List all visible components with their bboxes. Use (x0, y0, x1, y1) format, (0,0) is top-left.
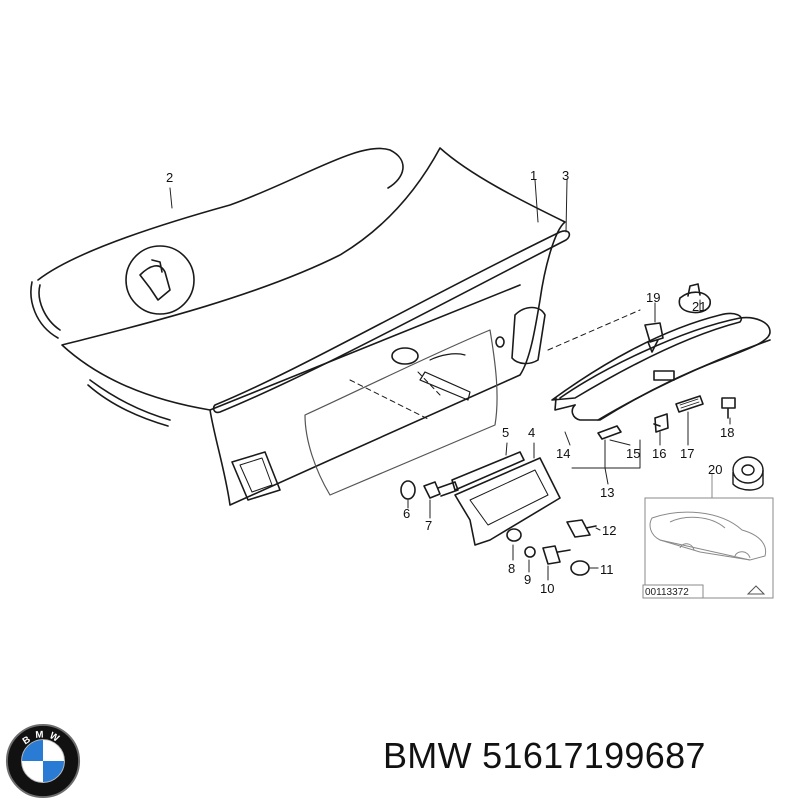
grommet-21 (678, 283, 711, 314)
part-17-strip (675, 395, 704, 413)
upper-trim (551, 312, 742, 401)
bolt-10 (542, 545, 571, 565)
trunk-lid-edge (209, 284, 521, 411)
tape-roll-20 (732, 456, 764, 491)
bolt-12 (566, 519, 597, 538)
trunk-seal-inner (38, 284, 171, 421)
callout-1: 1 (530, 168, 537, 183)
callout-14: 14 (556, 446, 570, 461)
clip-19 (644, 322, 664, 353)
callout-13: 13 (600, 485, 614, 500)
callout-4: 4 (528, 425, 535, 440)
callout-5: 5 (502, 425, 509, 440)
callout-15: 15 (626, 446, 640, 461)
callout-19: 19 (646, 290, 660, 305)
part-16-clip (653, 413, 669, 433)
callout-3: 3 (562, 168, 569, 183)
part-15-pad (597, 425, 622, 440)
callout-12: 12 (602, 523, 616, 538)
bolt-7 (423, 481, 459, 499)
cap-11 (570, 560, 590, 576)
plate-strip (451, 451, 525, 491)
washer-8 (506, 528, 522, 542)
callout-10: 10 (540, 581, 554, 596)
nut-9 (524, 546, 536, 558)
callout-21: 21 (692, 299, 706, 314)
trunk-seal (37, 147, 404, 281)
screw-18 (721, 397, 736, 419)
inset-panel (642, 473, 774, 599)
trunk-lid (61, 147, 566, 506)
bmw-logo: BMW (5, 723, 81, 799)
inset-ref-number: 00113372 (645, 587, 689, 598)
spoiler-strip (212, 230, 571, 414)
callout-9: 9 (524, 572, 531, 587)
seal-detail-circle (125, 245, 195, 315)
callout-11: 11 (600, 562, 614, 577)
washer-6 (400, 480, 416, 500)
callout-7: 7 (425, 518, 432, 533)
callout-16: 16 (652, 446, 666, 461)
callout-18: 18 (720, 425, 734, 440)
emblem-recess (391, 347, 419, 365)
plate-holder (454, 457, 561, 546)
callout-17: 17 (680, 446, 694, 461)
callout-8: 8 (508, 561, 515, 576)
trunk-seal-outline (30, 281, 169, 427)
callout-2: 2 (166, 170, 173, 185)
callout-6: 6 (403, 506, 410, 521)
callout-20: 20 (708, 462, 722, 477)
part-number-caption: BMW 51617199687 (383, 735, 706, 776)
plate-recess (304, 329, 498, 496)
